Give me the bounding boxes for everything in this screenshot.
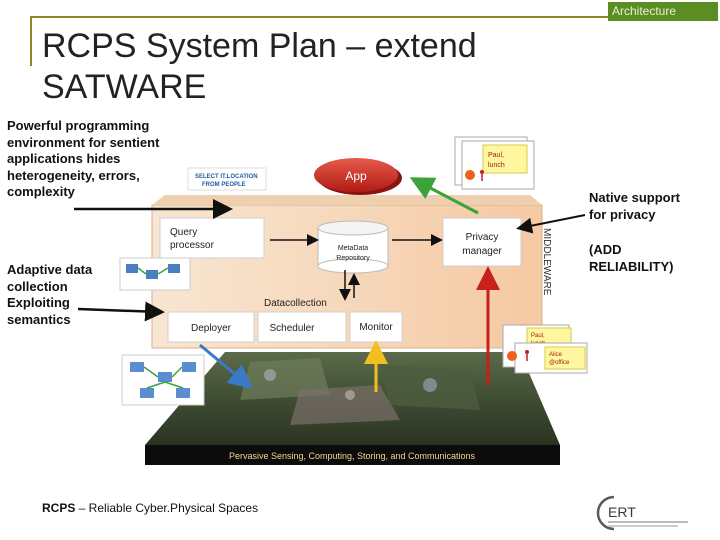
header-rule <box>30 16 610 18</box>
header-rule-vertical <box>30 16 32 66</box>
note-card-top: Paul, lunch <box>454 136 535 190</box>
query-processor-box: Query processor <box>159 217 265 259</box>
note-card-lower: Paul, lunch Alice @office <box>502 324 588 374</box>
text-line: for privacy <box>589 206 656 222</box>
arrow-privacy-to-app <box>409 177 479 215</box>
note-line: Paul, <box>531 333 545 339</box>
title-line-1: RCPS System Plan – extend <box>42 27 477 65</box>
sensor-network-icon <box>119 257 191 291</box>
datacollection-group: Datacollection Deployer Scheduler Monito… <box>167 298 403 343</box>
group-label: Datacollection <box>264 298 327 309</box>
person-icon <box>525 350 529 354</box>
section-tag: Architecture <box>608 2 718 21</box>
box-label: Privacy <box>466 232 499 243</box>
app-label: App <box>345 169 367 183</box>
text-line: heterogeneity, errors, <box>7 167 140 183</box>
box-label: Query <box>170 227 197 238</box>
person-icon <box>480 170 484 174</box>
text-line: Powerful programming <box>7 118 150 133</box>
ert-logo: ERT <box>596 495 688 531</box>
footer-acronym: RCPS <box>42 501 76 515</box>
box-label: Deployer <box>191 323 232 334</box>
fire-icon <box>465 170 475 180</box>
text-line: Adaptive data <box>7 262 93 277</box>
privacy-manager-box: Privacy manager <box>442 217 522 267</box>
middleware-label: MIDDLEWARE <box>541 228 552 296</box>
title-line-2: SATWARE <box>42 68 207 106</box>
box-label: processor <box>170 240 215 251</box>
text-line: RELIABILITY) <box>589 258 674 274</box>
text-line: collection <box>7 278 68 294</box>
arrow-to-datacollection <box>77 301 165 322</box>
note-line: Paul, <box>488 152 504 159</box>
box-label: Monitor <box>359 322 393 333</box>
text-line: (ADD <box>589 242 622 257</box>
devices-network-icon <box>121 354 205 406</box>
text-line: Native support <box>589 190 681 205</box>
right-text-block-1: Native support for privacy <box>589 190 680 223</box>
left-text-block-2: Adaptive data collection Exploiting sema… <box>7 262 92 328</box>
select-query-label: SELECT IT.LOCATION FROM PEOPLE <box>187 167 267 191</box>
select-line: SELECT IT.LOCATION <box>195 174 258 180</box>
cylinder-label: Repository <box>336 255 370 262</box>
arrow-to-privacy <box>516 214 586 234</box>
cylinder-label: MetaData <box>338 245 368 252</box>
footer-text: – Reliable Cyber.Physical Spaces <box>75 501 259 515</box>
left-text-block-1: Powerful programming environment for sen… <box>7 118 159 201</box>
app-node: App <box>314 158 402 195</box>
text-line: semantics <box>7 311 71 327</box>
metadata-repository: MetaData Repository <box>317 220 389 274</box>
note-line: lunch <box>488 162 505 169</box>
text-line: applications hides <box>7 151 121 166</box>
logo-text: ERT <box>608 504 636 520</box>
box-label: manager <box>462 246 502 257</box>
note-line: @office <box>549 360 570 366</box>
select-line: FROM PEOPLE <box>202 182 246 188</box>
footer: RCPS – Reliable Cyber.Physical Spaces <box>42 501 258 515</box>
aerial-ground: Pervasive Sensing, Computing, Storing, a… <box>145 352 560 465</box>
right-text-block-2: (ADD RELIABILITY) <box>589 242 674 275</box>
text-line: complexity <box>7 184 75 199</box>
text-line: Exploiting <box>7 295 70 310</box>
box-label: Scheduler <box>269 323 315 334</box>
note-line: Alice <box>549 352 563 358</box>
slide-title: RCPS System Plan – extend SATWARE <box>42 26 582 108</box>
banner-label: Pervasive Sensing, Computing, Storing, a… <box>229 451 476 461</box>
text-line: environment for sentient <box>7 134 160 150</box>
fire-icon <box>507 351 517 361</box>
arrow-deployer-to-ground <box>199 343 253 389</box>
